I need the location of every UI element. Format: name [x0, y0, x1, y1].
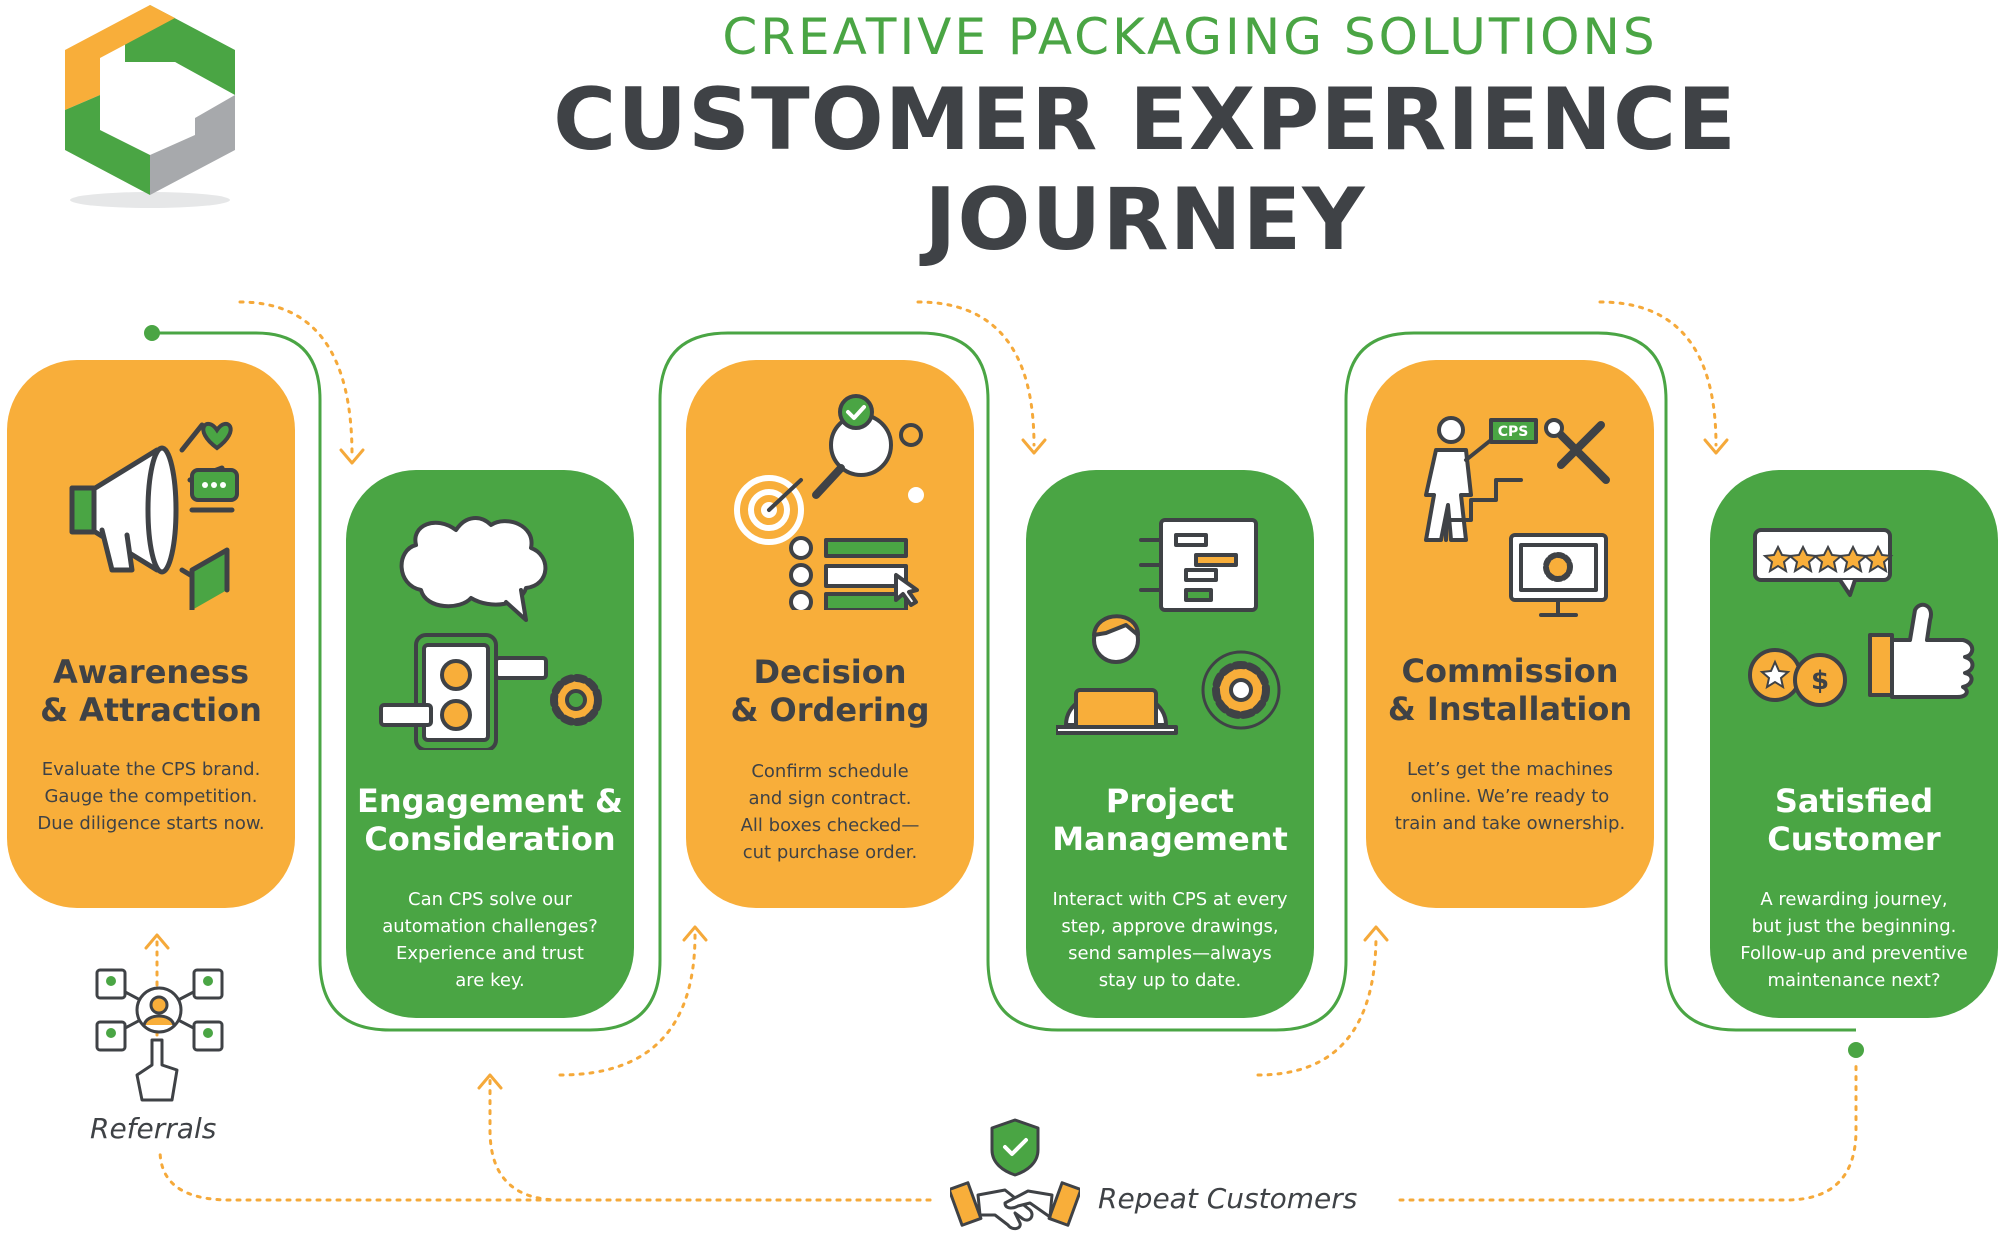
stage-description: A rewarding journey, but just the beginn…: [1740, 889, 1968, 991]
referrals-label: Referrals: [90, 1112, 217, 1145]
dotted-loop-repeat-3: [1398, 1058, 1858, 1202]
svg-text:$: $: [1811, 666, 1829, 696]
stage-title: Engagement & Consideration: [357, 782, 623, 858]
stage-title: Satisfied Customer: [1767, 782, 1941, 858]
target-checklist-icon: [734, 394, 924, 610]
brain-phone-icon: [379, 516, 602, 750]
thumbs-up-rating-icon: $: [1748, 528, 1975, 729]
arrowhead-4: [682, 925, 708, 942]
arrowhead-5: [1363, 925, 1389, 942]
handshake-shield-icon: [950, 1118, 1080, 1231]
referrals-network-icon: [95, 968, 224, 1102]
green-path-1: [152, 331, 1856, 1032]
path-end-dot: [1848, 1042, 1864, 1058]
megaphone-icon: [69, 422, 239, 610]
arrowhead-3: [1703, 438, 1729, 455]
stage-description: Let’s get the machines online. We’re rea…: [1394, 759, 1626, 834]
stage-card-satisfied: $ Satisfied Customer A rewarding journey…: [1710, 470, 1998, 1018]
stage-card-project: Project Management Interact with CPS at …: [1026, 470, 1314, 1018]
path-start-dot: [144, 325, 160, 341]
stage-description: Confirm schedule and sign contract. All …: [740, 761, 920, 863]
cps-logo: [65, 5, 235, 208]
company-name: CREATIVE PACKAGING SOLUTIONS: [722, 8, 1658, 66]
stage-card-awareness: Awareness & Attraction Evaluate the CPS …: [7, 360, 295, 908]
page-title: CUSTOMER EXPERIENCE JOURNEY: [553, 70, 1737, 270]
stage-card-commission: CPS Commission & Installation Let’s get …: [1366, 360, 1654, 908]
arrowhead-referrals: [144, 933, 170, 950]
stage-card-decision: Decision & Ordering Confirm schedule and…: [686, 360, 974, 908]
arrowhead-repeat: [477, 1073, 503, 1090]
repeat-customers-label: Repeat Customers: [1098, 1182, 1358, 1215]
dotted-loop-repeat: [488, 1078, 932, 1202]
stage-title: Commission & Installation: [1387, 652, 1633, 728]
stage-title: Decision & Ordering: [730, 653, 930, 729]
cps-flag-text: CPS: [1498, 424, 1529, 440]
stage-description: Can CPS solve our automation challenges?…: [382, 889, 598, 991]
person-laptop-icon: [1056, 518, 1281, 735]
stage-title: Project Management: [1052, 782, 1288, 858]
stage-title: Awareness & Attraction: [40, 653, 262, 729]
stage-description: Interact with CPS at every step, approve…: [1052, 889, 1288, 991]
stage-description: Evaluate the CPS brand. Gauge the compet…: [37, 759, 265, 834]
dotted-loop-repeat-2: [158, 1148, 932, 1202]
dotted-arrow-1: [238, 300, 354, 457]
arrowhead-1: [339, 448, 365, 465]
stairs-tools-icon: CPS: [1424, 416, 1610, 617]
arrowhead-2: [1021, 438, 1047, 455]
stage-card-engagement: Engagement & Consideration Can CPS solve…: [346, 470, 634, 1018]
dotted-arrow-4: [558, 933, 697, 1077]
